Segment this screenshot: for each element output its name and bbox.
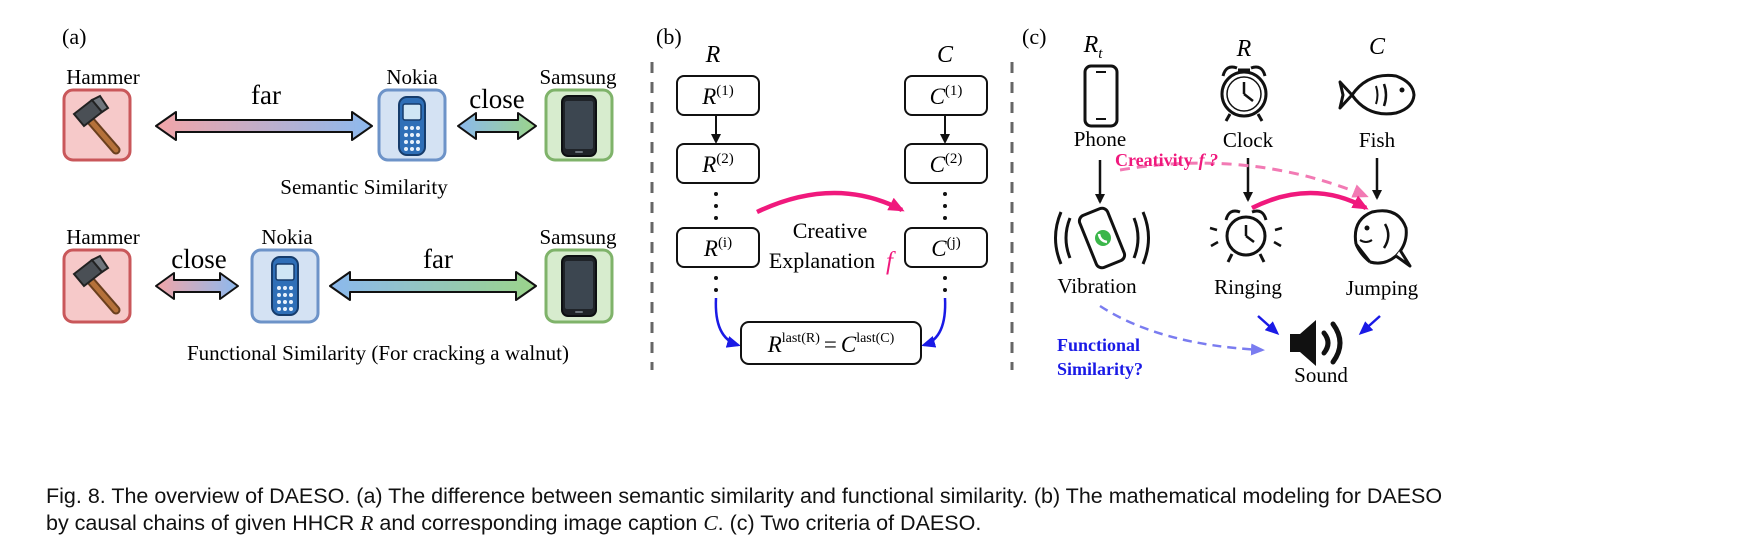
hammer-icon (72, 254, 121, 315)
nokia-phone-icon (271, 256, 299, 316)
hammer-icon (72, 94, 121, 155)
sound-label: Sound (1294, 363, 1348, 387)
hammer-card (62, 88, 132, 162)
ringing-clock-icon (1209, 209, 1283, 263)
semantic-similarity-caption: Semantic Similarity (280, 175, 448, 199)
phone-icon (1083, 64, 1119, 128)
creativity-dashed-arrow (1119, 161, 1369, 198)
nokia-card (377, 88, 447, 162)
r-box-i-text: R(i) (703, 235, 732, 261)
far-label-row2: far (423, 244, 453, 274)
ringing-to-sound-arrow (1257, 315, 1280, 336)
creativity-solid-arrow (1250, 190, 1369, 211)
r-box-2-text: R(2) (701, 151, 734, 177)
c-to-final-arrow (921, 297, 947, 348)
nokia-label: Nokia (386, 65, 438, 89)
speaker-icon (1290, 320, 1343, 366)
caption-part4: . (c) Two criteria of DAESO. (717, 511, 982, 535)
r-box-1-text: R(1) (701, 83, 734, 109)
r-ellipsis-2 (714, 276, 718, 292)
samsung-card (544, 248, 614, 324)
samsung-card (544, 88, 614, 162)
creative-explanation-arrow (756, 190, 905, 215)
functional-label-line1: Functional (1057, 335, 1140, 355)
smartphone-icon (561, 95, 597, 157)
caption-r-symbol: R (360, 511, 374, 535)
figure-canvas: (a) Hammer Nokia (62, 24, 1419, 387)
figure-caption: Fig. 8. The overview of DAESO. (a) The d… (46, 483, 1726, 537)
samsung-label: Samsung (539, 225, 617, 249)
panel-b: (b) R C R(1) R(2) R(i) C(1) C(2) (656, 24, 988, 365)
close-label-row2: close (171, 244, 226, 274)
nokia-phone-icon (398, 96, 426, 156)
column-r-header: R (705, 42, 721, 68)
nokia-label: Nokia (261, 225, 313, 249)
fish-icon (1338, 73, 1416, 116)
ringing-label: Ringing (1214, 275, 1282, 299)
column-c-header: C (937, 42, 954, 68)
r-ellipsis-1 (714, 192, 718, 220)
panel-a: (a) Hammer Nokia (62, 24, 617, 365)
creative-label: Creative (793, 218, 868, 243)
caption-part3: and corresponding image caption (373, 511, 704, 535)
panel-b-label: (b) (656, 24, 682, 49)
r-box-2 (676, 143, 760, 184)
jumping-fish-icon (1353, 209, 1412, 268)
hammer-card (62, 248, 132, 324)
caption-part2: by causal chains of given HHCR (46, 511, 361, 535)
r-box-1 (676, 75, 760, 116)
vibrating-phone-icon (1054, 206, 1150, 270)
r-to-final-arrow (714, 297, 741, 348)
explanation-label: Explanation (769, 248, 875, 273)
close-arrow-row2 (155, 272, 239, 300)
c-box-1 (904, 75, 988, 116)
close-arrow-row1 (457, 112, 537, 140)
column-r-header: R (1236, 36, 1252, 62)
c-box-1-text: C(1) (930, 83, 963, 109)
functional-similarity-caption: Functional Similarity (For cracking a wa… (187, 341, 569, 365)
smartphone-icon (561, 255, 597, 317)
c-chain: C(1) C(2) C(j) (904, 75, 988, 348)
jumping-label: Jumping (1346, 276, 1419, 300)
functional-label-line2: Similarity? (1057, 359, 1143, 379)
c-box-j-text: C(j) (931, 235, 961, 261)
functional-similarity-dashed-arrow (1099, 304, 1265, 356)
far-arrow-row1 (155, 111, 373, 141)
clock-label: Clock (1223, 128, 1274, 152)
c-box-2-text: C(2) (930, 151, 963, 177)
final-equation-box (740, 321, 922, 365)
c-ellipsis-2 (943, 276, 947, 292)
panel-c: (c) Rt R C Phone Clock (1022, 24, 1419, 387)
column-c-header: C (1369, 34, 1386, 60)
caption-c-symbol: C (703, 511, 718, 535)
hammer-label: Hammer (66, 65, 139, 89)
far-label-row1: far (251, 80, 281, 110)
c-box-2 (904, 143, 988, 184)
panel-c-label: (c) (1022, 24, 1046, 49)
r-chain: R(1) R(2) R(i) (676, 75, 760, 348)
panel-a-label: (a) (62, 24, 86, 49)
row1: Hammer Nokia (62, 65, 617, 199)
phone-label: Phone (1074, 127, 1127, 151)
caption-part1: Fig. 8. The overview of DAESO. (a) The d… (46, 484, 1443, 508)
fish-label: Fish (1359, 128, 1396, 152)
alarm-clock-icon (1220, 65, 1268, 122)
c-ellipsis-1 (943, 192, 947, 220)
samsung-label: Samsung (539, 65, 617, 89)
column-rt-header: Rt (1083, 32, 1104, 62)
f-symbol: f (886, 248, 896, 275)
nokia-card (250, 248, 320, 324)
final-equation-text: Rlast(R)=Clast(C) (767, 331, 895, 357)
hammer-label: Hammer (66, 225, 139, 249)
c-box-j (904, 227, 988, 268)
far-arrow-row2 (329, 271, 537, 301)
row2: Hammer Nokia (62, 225, 617, 365)
close-label-row1: close (469, 84, 524, 114)
r-box-i (676, 227, 760, 268)
vibration-label: Vibration (1057, 274, 1137, 298)
jumping-to-sound-arrow (1358, 315, 1381, 336)
